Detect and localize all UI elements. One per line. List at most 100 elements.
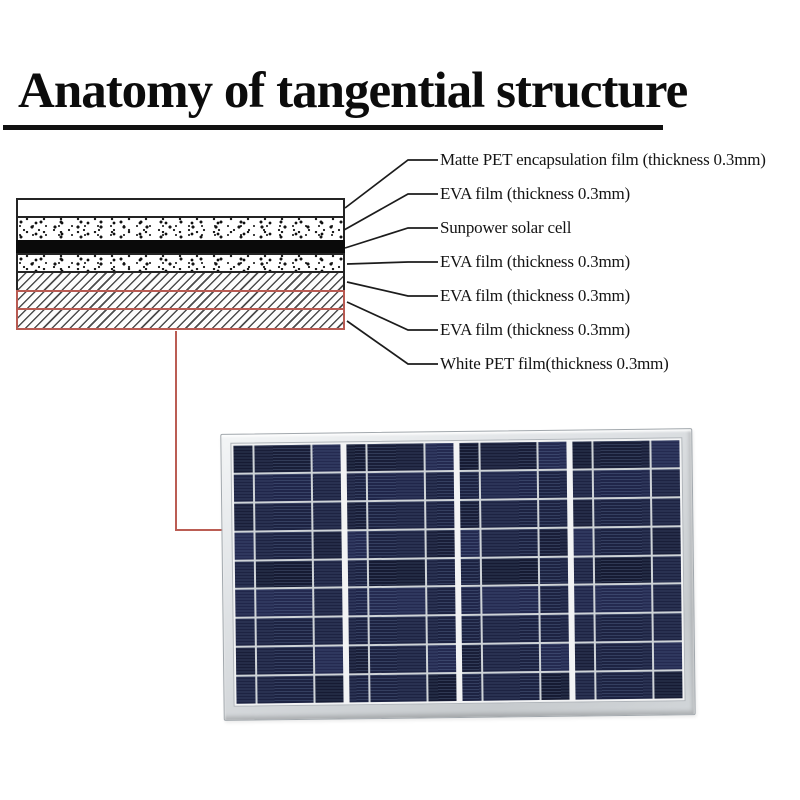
layer-eva-film-4 xyxy=(16,290,345,310)
pv-cell xyxy=(367,443,425,471)
pv-cell xyxy=(425,443,454,471)
pv-cell xyxy=(481,499,538,528)
solar-panel-cell-area xyxy=(230,437,686,707)
pv-cell xyxy=(460,529,480,557)
pv-cell xyxy=(480,470,538,499)
pv-cell xyxy=(235,647,256,675)
connector-line-vertical xyxy=(175,331,177,531)
layer-label-eva-1: EVA film (thickness 0.3mm) xyxy=(440,184,630,203)
pv-cell xyxy=(653,584,682,612)
pv-cell xyxy=(256,646,314,675)
pv-cell xyxy=(349,675,369,703)
pv-cell xyxy=(312,444,341,472)
pv-cell xyxy=(482,586,539,615)
layer-label-matte-pet: Matte PET encapsulation film (thickness … xyxy=(440,150,766,169)
layer-eva-film-2 xyxy=(16,253,345,273)
pv-cell xyxy=(460,500,480,528)
pv-cell xyxy=(254,444,312,473)
pv-cell xyxy=(462,673,482,701)
pv-cell xyxy=(459,471,480,499)
pv-cell xyxy=(347,530,367,558)
pv-cell xyxy=(572,470,593,498)
page-title: Anatomy of tangential structure xyxy=(18,63,688,119)
pv-cell xyxy=(427,558,456,586)
pv-cell xyxy=(234,532,254,560)
panel-cell-group xyxy=(233,444,344,704)
pv-cell xyxy=(235,589,255,618)
pv-cell xyxy=(233,474,254,502)
pv-cell xyxy=(540,586,569,614)
pv-cell xyxy=(540,614,569,643)
pv-cell xyxy=(347,501,367,530)
pv-cell xyxy=(539,499,568,527)
pv-cell xyxy=(257,675,314,704)
pv-cell xyxy=(652,498,681,526)
pv-cell xyxy=(426,471,455,500)
pv-cell xyxy=(348,646,369,674)
layer-label-eva-3: EVA film (thickness 0.3mm) xyxy=(440,286,630,305)
pv-cell xyxy=(595,585,652,613)
pv-cell xyxy=(575,672,595,700)
pv-cell xyxy=(347,559,368,587)
layer-label-eva-2: EVA film (thickness 0.3mm) xyxy=(440,252,630,271)
panel-cell-group xyxy=(572,440,683,700)
layer-white-pet-film xyxy=(16,308,345,330)
pv-cell xyxy=(461,616,481,644)
leader-line-eva-1 xyxy=(343,193,438,231)
pv-cell xyxy=(540,557,569,585)
solar-panel-photo xyxy=(220,428,696,721)
pv-cell xyxy=(426,529,455,557)
pv-cell xyxy=(574,643,595,671)
pv-cell xyxy=(234,561,255,589)
pv-cell xyxy=(574,585,594,613)
layer-matte-pet-film xyxy=(16,198,345,218)
pv-cell xyxy=(594,527,652,555)
pv-cell xyxy=(594,498,651,526)
pv-cell xyxy=(482,615,540,643)
layer-eva-film-3 xyxy=(16,271,345,292)
pv-cell xyxy=(346,444,366,472)
pv-cell xyxy=(255,502,312,531)
pv-cell xyxy=(427,587,456,615)
pv-cell xyxy=(654,642,683,670)
pv-cell xyxy=(428,674,457,702)
panel-cell-group xyxy=(346,443,457,703)
pv-cell xyxy=(314,588,343,617)
pv-cell xyxy=(653,555,682,584)
panel-cell-group xyxy=(459,441,570,701)
pv-cell xyxy=(428,645,457,673)
pv-cell xyxy=(652,469,681,497)
pv-cell xyxy=(235,618,255,646)
pv-cell xyxy=(370,674,427,703)
pv-cell xyxy=(255,531,313,560)
pv-cell xyxy=(459,442,479,470)
pv-cell xyxy=(315,646,344,674)
pv-cell xyxy=(254,473,312,502)
pv-cell xyxy=(255,560,313,588)
pv-cell xyxy=(461,644,482,673)
pv-cell xyxy=(368,558,426,587)
pv-cell xyxy=(483,673,540,701)
pv-cell xyxy=(369,587,426,616)
pv-cell xyxy=(234,503,254,531)
pv-cell xyxy=(348,588,368,616)
layer-stack-diagram xyxy=(16,198,345,330)
pv-cell xyxy=(573,556,594,585)
pv-cell xyxy=(313,502,342,530)
pv-cell xyxy=(369,645,427,674)
pv-cell xyxy=(481,557,539,586)
pv-cell xyxy=(480,442,538,470)
connector-line-horizontal xyxy=(175,529,224,531)
leader-line-white-pet xyxy=(346,320,438,365)
pv-cell xyxy=(368,501,425,529)
layer-label-cell: Sunpower solar cell xyxy=(440,218,572,237)
pv-cell xyxy=(233,445,253,473)
pv-cell xyxy=(541,643,570,672)
pv-cell xyxy=(367,472,425,500)
layer-label-white-pet: White PET film(thickness 0.3mm) xyxy=(440,354,669,373)
pv-cell xyxy=(573,528,593,556)
pv-cell xyxy=(256,589,313,617)
pv-cell xyxy=(654,671,683,699)
pv-cell xyxy=(346,472,367,501)
